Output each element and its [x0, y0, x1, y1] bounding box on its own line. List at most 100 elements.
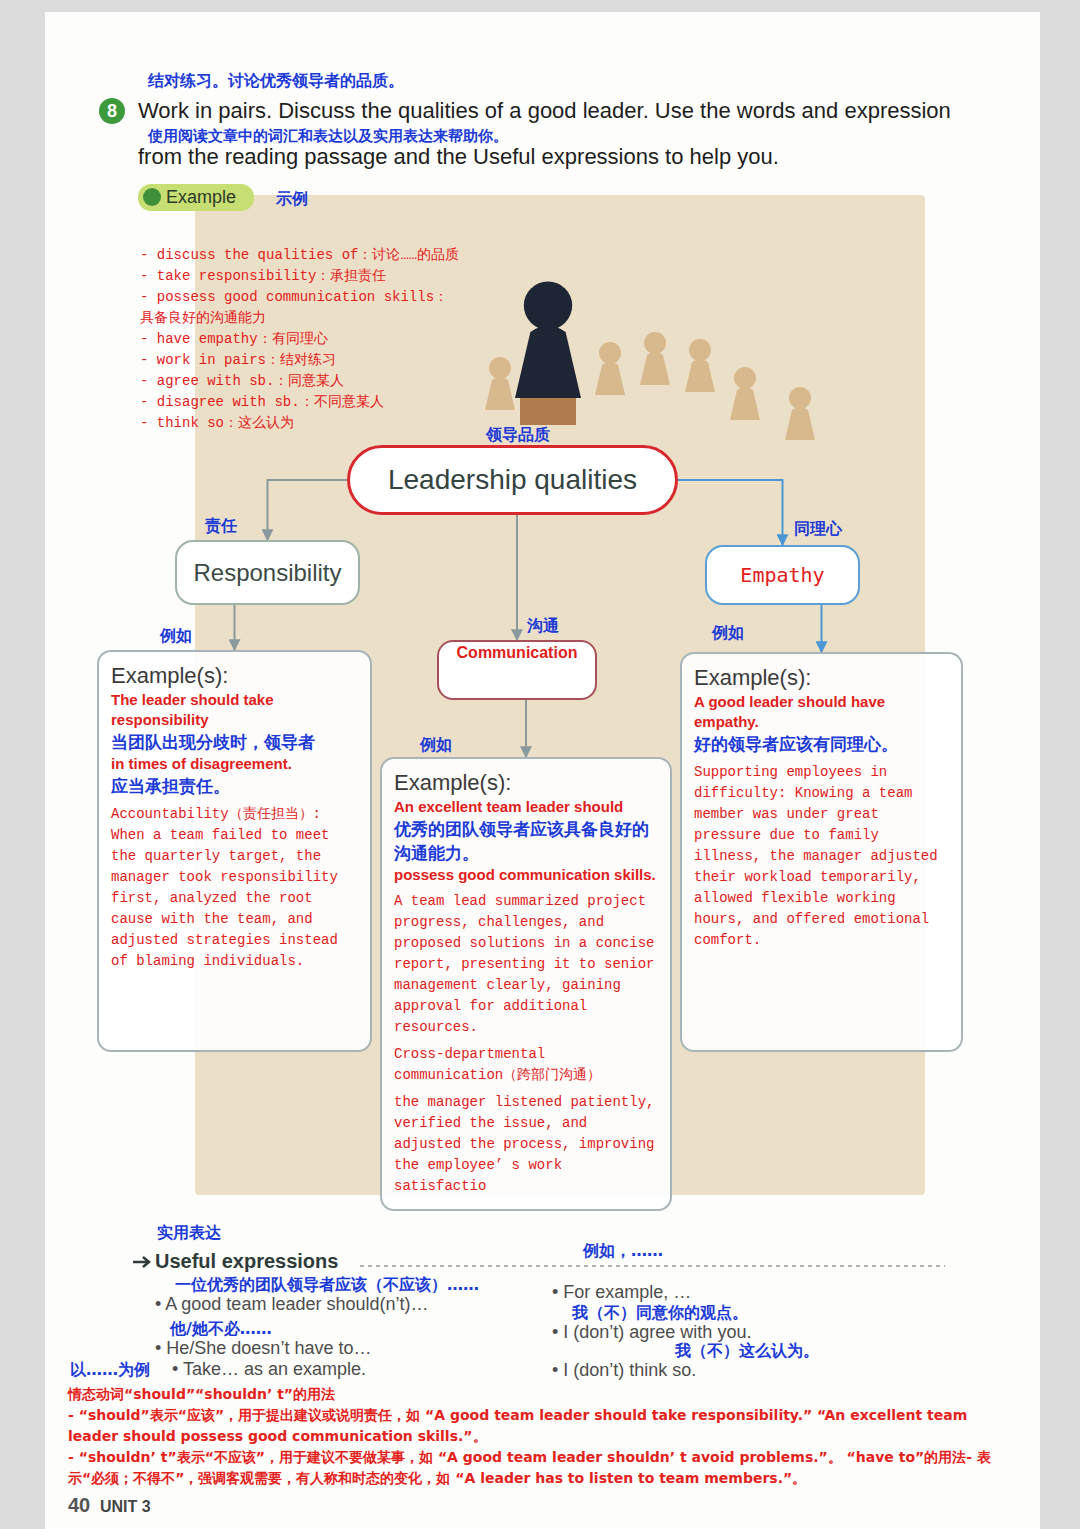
- node-text: Empathy: [740, 563, 824, 587]
- pedestal: [520, 398, 576, 425]
- vocabulary-list: - discuss the qualities of：讨论……的品质- take…: [140, 245, 462, 434]
- node-text: A team lead summarized project progress,…: [394, 891, 658, 1038]
- annotation: 例如: [160, 627, 192, 645]
- pawn-head: [599, 342, 621, 364]
- connector: [516, 515, 518, 640]
- annotation: 责任: [205, 517, 237, 535]
- pawn-body: [485, 377, 515, 410]
- node-text: possess good communication skills.: [394, 865, 658, 885]
- node-text: Accountability（责任担当）: When a team failed…: [111, 804, 358, 972]
- quality-box: Communication: [437, 640, 597, 700]
- example-icon: [143, 188, 161, 206]
- grammar-note-line: - “shouldn’ t”表示“不应该”，用于建议不要做某事，如 “A goo…: [68, 1447, 1018, 1489]
- node-text: in times of disagreement.: [111, 754, 358, 774]
- node-text: Communication: [457, 644, 578, 662]
- annotation: 一位优秀的团队领导者应该（不应该）……: [175, 1276, 479, 1294]
- node-text: 应当承担责任。: [111, 774, 358, 798]
- pawn: [685, 339, 715, 392]
- pawn-body: [730, 387, 760, 420]
- pawn: [730, 367, 760, 420]
- node-text: Responsibility: [193, 559, 341, 587]
- example-box: Example(s):An excellent team leader shou…: [380, 757, 672, 1211]
- pawn-head: [734, 367, 756, 389]
- node-text: Leadership qualities: [388, 464, 637, 496]
- node-text: Example(s):: [111, 662, 358, 690]
- annotation: 同理心: [794, 520, 842, 538]
- vocabulary-item: - discuss the qualities of：讨论……的品质: [140, 245, 462, 266]
- example-pill: [138, 184, 254, 211]
- pawn-head: [644, 332, 666, 354]
- heading-arrow: [133, 1257, 149, 1267]
- node-text: Cross-departmental communication（跨部门沟通）: [394, 1044, 658, 1086]
- node-text: The leader should take responsibility: [111, 690, 358, 730]
- node-text: Example(s):: [694, 664, 949, 692]
- pawn-body: [595, 362, 625, 395]
- node-text: 当团队出现分歧时，领导者: [111, 730, 358, 754]
- connector: [821, 605, 823, 652]
- annotation: 领导品质: [486, 426, 550, 444]
- expression: • He/She doesn’t have to…: [155, 1338, 371, 1358]
- quality-box: Responsibility: [175, 540, 360, 605]
- node-text: 优秀的团队领导者应该具备良好的沟通能力。: [394, 817, 658, 865]
- annotation: 结对练习。讨论优秀领导者的品质。: [148, 72, 404, 90]
- dashed-rule: [360, 1265, 945, 1267]
- vocabulary-item: - agree with sb.：同意某人: [140, 371, 462, 392]
- grammar-note-line: 情态动词“should”“shouldn’ t”的用法: [68, 1384, 1018, 1405]
- node-text: An excellent team leader should: [394, 797, 658, 817]
- pawn-head: [524, 281, 572, 329]
- pawn-body: [685, 359, 715, 392]
- vocabulary-item: - work in pairs：结对练习: [140, 350, 462, 371]
- example-box: Example(s):A good leader should have emp…: [680, 652, 963, 1052]
- node-text: Example(s):: [394, 769, 658, 797]
- exercise-number: 8: [99, 98, 125, 124]
- example-box: Example(s):The leader should take respon…: [97, 650, 372, 1052]
- vocabulary-item: - possess good communication skills：具备良好…: [140, 287, 462, 329]
- annotation: 他/她不必……: [170, 1320, 272, 1338]
- expression: • Take… as an example.: [172, 1359, 366, 1379]
- expression: • A good team leader should(n’t)…: [155, 1294, 428, 1314]
- example-tag: Example: [166, 186, 236, 208]
- annotation: 以……为例: [70, 1361, 150, 1379]
- grammar-note-line: - “should”表示“应该”，用于提出建议或说明责任，如 “A good t…: [68, 1405, 1018, 1447]
- annotation: 沟通: [527, 617, 559, 635]
- quality-box: Empathy: [705, 545, 860, 605]
- node-text: the manager listened patiently, verified…: [394, 1092, 658, 1197]
- grammar-note: 情态动词“should”“shouldn’ t”的用法- “should”表示“…: [68, 1384, 1018, 1489]
- pawn: [785, 387, 815, 440]
- leader-pawn: [515, 281, 581, 398]
- pawn-body: [785, 407, 815, 440]
- node-text: A good leader should have empathy.: [694, 692, 949, 732]
- vocabulary-item: - disagree with sb.：不同意某人: [140, 392, 462, 413]
- annotation: 使用阅读文章中的词汇和表达以及实用表达来帮助你。: [148, 127, 508, 145]
- vocabulary-item: - think so：这么认为: [140, 413, 462, 434]
- pawn-head: [489, 357, 511, 379]
- vocabulary-item: - have empathy：有同理心: [140, 329, 462, 350]
- pawn-head: [789, 387, 811, 409]
- pawn: [485, 357, 515, 410]
- pawn: [640, 332, 670, 385]
- annotation: 示例: [276, 190, 308, 208]
- connector: [234, 605, 236, 650]
- connector: [678, 480, 783, 545]
- annotation: 实用表达: [157, 1224, 221, 1242]
- annotation: 我（不）这么认为。: [675, 1342, 819, 1360]
- node-text: Supporting employees in difficulty: Know…: [694, 762, 949, 951]
- pawn-body: [640, 352, 670, 385]
- connector: [268, 480, 348, 540]
- vocabulary-item: - take responsibility：承担责任: [140, 266, 462, 287]
- expression: • For example, …: [552, 1282, 691, 1302]
- annotation: 例如，……: [583, 1242, 663, 1260]
- central-topic: Leadership qualities: [347, 445, 678, 515]
- pawn: [595, 342, 625, 395]
- section-heading: Useful expressions: [155, 1250, 338, 1273]
- page-number: 40: [68, 1494, 90, 1517]
- annotation: 例如: [420, 736, 452, 754]
- annotation: 我（不）同意你的观点。: [572, 1304, 748, 1322]
- annotation: 例如: [712, 624, 744, 642]
- pawn-head: [689, 339, 711, 361]
- unit-label: UNIT 3: [100, 1497, 151, 1517]
- node-text: 好的领导者应该有同理心。: [694, 732, 949, 756]
- page-sheet: [45, 12, 1040, 1529]
- pawn-body: [515, 325, 581, 398]
